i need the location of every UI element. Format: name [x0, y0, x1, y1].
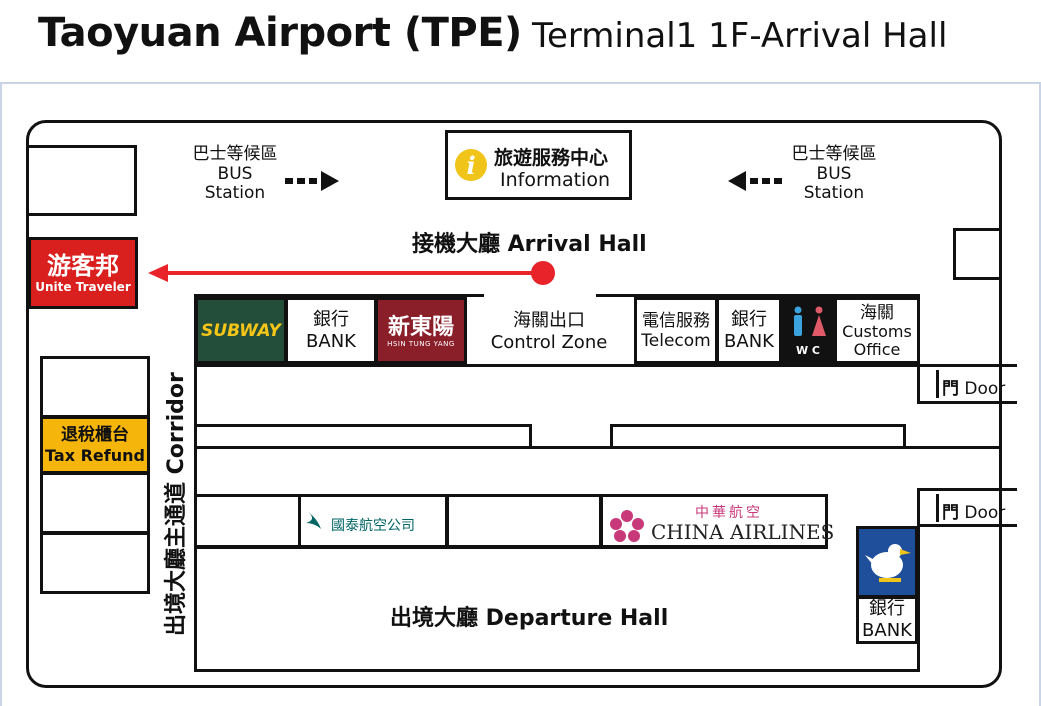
corridor-line [194, 446, 1002, 449]
tax-refund-counter[interactable]: 退稅櫃台 Tax Refund [40, 416, 150, 474]
hsin-tung-yang-zh: 新東陽 [387, 313, 454, 340]
restroom[interactable]: W C [780, 297, 836, 364]
bank-2-zh: 銀行 [731, 308, 767, 330]
bank-1-en: BANK [306, 330, 356, 352]
subway-shop[interactable]: SUBWAY [195, 297, 287, 364]
control-zone-zh: 海關出口 [513, 310, 585, 331]
corridor-strip-right [610, 424, 906, 449]
customs-office[interactable]: 海關 Customs Office [834, 297, 920, 364]
header-divider [0, 82, 1041, 84]
door-2-bottom [917, 524, 1017, 527]
telecom-en: Telecom [641, 330, 711, 351]
hsin-tung-yang-shop[interactable]: 新東陽 HSIN TUNG YANG [375, 297, 467, 364]
info-icon: i [455, 149, 487, 181]
terminal-outline [26, 120, 1002, 688]
arrow-left-icon [728, 171, 782, 191]
map-title: Taoyuan Airport (TPE) [38, 10, 522, 56]
room-left-1 [40, 356, 150, 418]
china-airlines-counter[interactable]: 中華航空 CHINA AIRLINES [600, 494, 834, 548]
svg-text:i: i [466, 151, 475, 180]
door-2-top [917, 488, 1017, 491]
restroom-icon [794, 306, 826, 336]
wall-top-left [194, 294, 484, 297]
tax-refund-en: Tax Refund [45, 446, 145, 465]
door-2[interactable]: 門 Door [942, 498, 1005, 523]
bus-station-left-en1: BUS [217, 164, 253, 184]
telecom-counter[interactable]: 電信服務 Telecom [634, 297, 718, 364]
china-airlines-zh: 中華航空 [695, 505, 763, 521]
door-1-zh: 門 [942, 379, 959, 399]
bus-station-right-en1: BUS [816, 164, 852, 184]
customs-office-zh: 海關 [860, 302, 894, 323]
bus-station-right-zh: 巴士等候區 [791, 144, 877, 164]
room-top-left [26, 145, 137, 216]
control-zone-label: 海關出口 Control Zone [474, 310, 624, 354]
bus-station-right-en2: Station [803, 183, 865, 203]
cathay-label: 國泰航空公司 [331, 518, 415, 534]
unite-traveler-counter[interactable]: 游客邦 Unite Traveler [28, 237, 138, 309]
unite-traveler-en: Unite Traveler [35, 280, 131, 294]
bank-1-zh: 銀行 [313, 308, 349, 330]
door-1-en: Door [964, 379, 1006, 399]
counter-blank-1 [194, 494, 302, 548]
door-1-bracket [936, 370, 939, 398]
shops-bottom-wall [194, 364, 920, 367]
plum-blossom-icon [610, 510, 644, 542]
bank-3-en: BANK [862, 620, 912, 641]
door-2-en: Door [964, 503, 1006, 523]
china-airlines-en: CHINA AIRLINES [651, 520, 835, 544]
door-1-top [917, 364, 1017, 367]
control-zone-en: Control Zone [490, 332, 608, 353]
telecom-zh: 電信服務 [642, 310, 710, 331]
bank-3[interactable]: 銀行 BANK [856, 596, 918, 644]
left-border [0, 82, 2, 706]
bank-2[interactable]: 銀行 BANK [716, 297, 782, 364]
bank-3-logo [856, 526, 918, 598]
unite-traveler-zh: 游客邦 [47, 252, 119, 280]
bank-2-en: BANK [724, 330, 774, 352]
door-1[interactable]: 門 Door [942, 374, 1005, 399]
information-zh: 旅遊服務中心 [494, 147, 609, 169]
wall-right-lower [917, 488, 920, 672]
customs-office-en1: Customs [842, 321, 912, 341]
corridor-strip-left [194, 424, 532, 449]
door-1-bottom [917, 401, 1017, 404]
hsin-tung-yang-en: HSIN TUNG YANG [387, 339, 455, 348]
bus-station-left: 巴士等候區 BUS Station [178, 144, 292, 202]
bus-station-left-en2: Station [204, 183, 266, 203]
route-arrow-icon [148, 261, 555, 285]
tax-refund-zh: 退稅櫃台 [61, 425, 129, 445]
room-left-3 [40, 532, 150, 594]
cathay-counter[interactable]: 國泰航空公司 [298, 494, 448, 548]
wall-top-right [596, 294, 920, 297]
cathay-logo-icon [306, 510, 321, 529]
room-left-2 [40, 472, 150, 534]
information-center[interactable]: i 旅遊服務中心 Information [445, 130, 632, 200]
information-en: Information [500, 169, 610, 191]
counter-row-bottom [194, 546, 828, 549]
restroom-label: W C [795, 344, 821, 357]
bird-logo-icon [865, 544, 911, 582]
corridor-label: 出境大廳主通道 Corridor [164, 372, 189, 636]
arrow-right-icon [285, 171, 339, 191]
door-2-bracket [936, 494, 939, 522]
departure-hall-bottom [194, 669, 920, 672]
right-border [1039, 82, 1041, 706]
bus-station-left-zh: 巴士等候區 [192, 144, 278, 164]
departure-hall-label: 出境大廳 Departure Hall [390, 606, 669, 631]
corridor-wall-left [194, 294, 197, 672]
subway-logo: SUBWAY [201, 320, 281, 341]
room-right [953, 228, 1002, 280]
map-subtitle: Terminal1 1F-Arrival Hall [532, 16, 948, 56]
bus-station-right: 巴士等候區 BUS Station [777, 144, 891, 202]
door-2-zh: 門 [942, 503, 959, 523]
counter-blank-2 [446, 494, 602, 548]
customs-office-en2: Office [853, 339, 901, 359]
bank-1[interactable]: 銀行 BANK [285, 297, 377, 364]
bank-3-zh: 銀行 [869, 598, 905, 619]
arrival-hall-label: 接機大廳 Arrival Hall [412, 232, 647, 257]
